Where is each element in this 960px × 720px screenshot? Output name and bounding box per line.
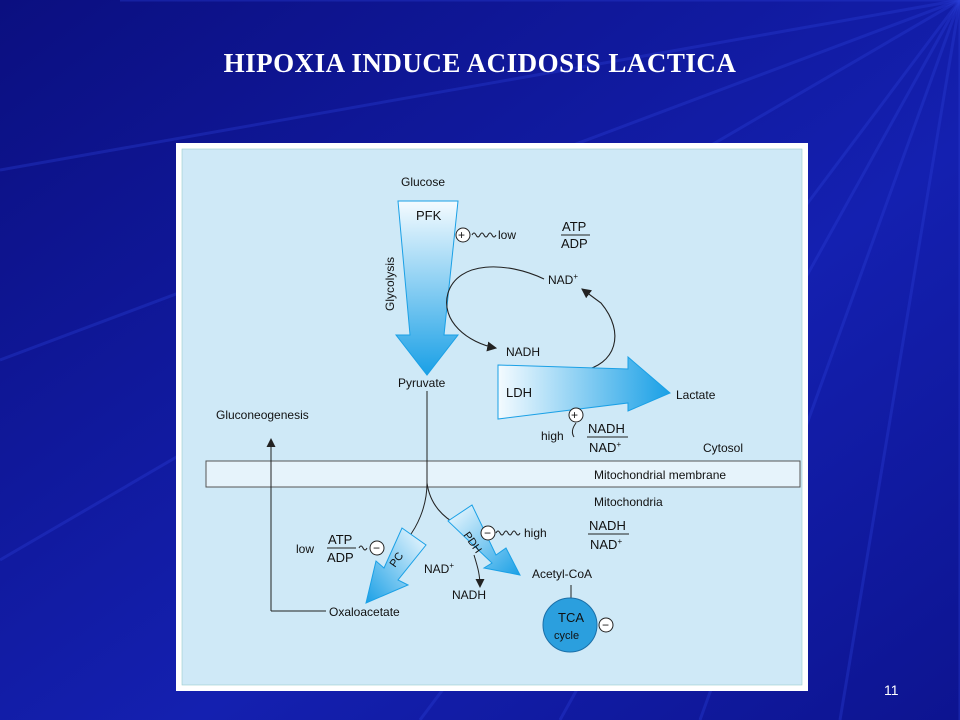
gluconeogenesis-label: Gluconeogenesis [216, 408, 309, 422]
pyruvate-label: Pyruvate [398, 376, 446, 390]
ldh-activation-icon [568, 407, 584, 423]
nadh-mito-label: NADH [452, 588, 486, 602]
pfk-activation-icon [455, 227, 471, 243]
tca-cycle-label: cycle [554, 630, 579, 642]
mitochondria-label: Mitochondria [594, 495, 663, 509]
nad-plus-mito-label: NAD+ [424, 561, 454, 576]
oxaloacetate-label: Oxaloacetate [329, 605, 400, 619]
nadh-cytosol-label: NADH [506, 345, 540, 359]
figure-panel [181, 148, 803, 686]
pdh-inhibition-icon [480, 525, 496, 541]
glycolysis-label: Glycolysis [383, 257, 397, 311]
pdh-nad-label: NAD+ [590, 537, 622, 552]
page-number: 11 [884, 682, 899, 698]
metabolic-diagram: Glucose PFK Glycolysis + low ATP ADP NAD… [176, 143, 808, 691]
ldh-enzyme-label: LDH [506, 385, 532, 400]
pdh-arrow [447, 504, 521, 576]
tca-inhibition-icon [598, 617, 614, 633]
tca-label: TCA [558, 610, 584, 625]
pfk-wavy-signal [471, 232, 497, 238]
ldh-nadh-label: NADH [588, 421, 625, 436]
ldh-activation-sign: + [571, 408, 578, 422]
lactate-label: Lactate [676, 388, 716, 402]
ldh-nad-label: NAD+ [589, 440, 621, 455]
pdh-wavy-signal [495, 530, 521, 536]
cytosol-label: Cytosol [703, 441, 743, 455]
nad-plus-cytosol-label: NAD+ [548, 272, 578, 287]
nad-to-nadh-arrow [446, 266, 545, 352]
pc-inhibition-icon [369, 540, 385, 556]
pc-adp-label: ADP [327, 550, 354, 565]
glucose-label: Glucose [401, 175, 445, 189]
pc-inhibition-sign: − [373, 541, 380, 555]
slide-title: HIPOXIA INDUCE ACIDOSIS LACTICA [223, 48, 737, 78]
pfk-glycolysis-arrow [394, 200, 460, 376]
pdh-high-label: high [524, 526, 547, 540]
membrane-label: Mitochondrial membrane [594, 468, 726, 482]
nad-reduction-arrow [473, 554, 485, 588]
pc-arrow [365, 527, 427, 604]
pc-atp-label: ATP [328, 532, 352, 547]
pfk-adp-label: ADP [561, 236, 588, 251]
pc-low-label: low [296, 542, 314, 556]
ldh-signal-line [571, 422, 577, 438]
pfk-atp-label: ATP [562, 219, 586, 234]
pdh-inhibition-sign: − [484, 526, 491, 540]
tca-inhibition-sign: − [602, 618, 609, 632]
pfk-enzyme-label: PFK [416, 208, 442, 223]
pc-wavy-signal [358, 545, 368, 551]
acetyl-coa-label: Acetyl-CoA [532, 567, 592, 581]
mitochondrial-membrane-band [205, 460, 801, 488]
pfk-low-label: low [498, 228, 516, 242]
ldh-high-label: high [541, 429, 564, 443]
ldh-arrow [497, 355, 671, 420]
pfk-activation-sign: + [458, 228, 465, 242]
pdh-nadh-label: NADH [589, 518, 626, 533]
tca-cycle-icon [542, 597, 598, 653]
